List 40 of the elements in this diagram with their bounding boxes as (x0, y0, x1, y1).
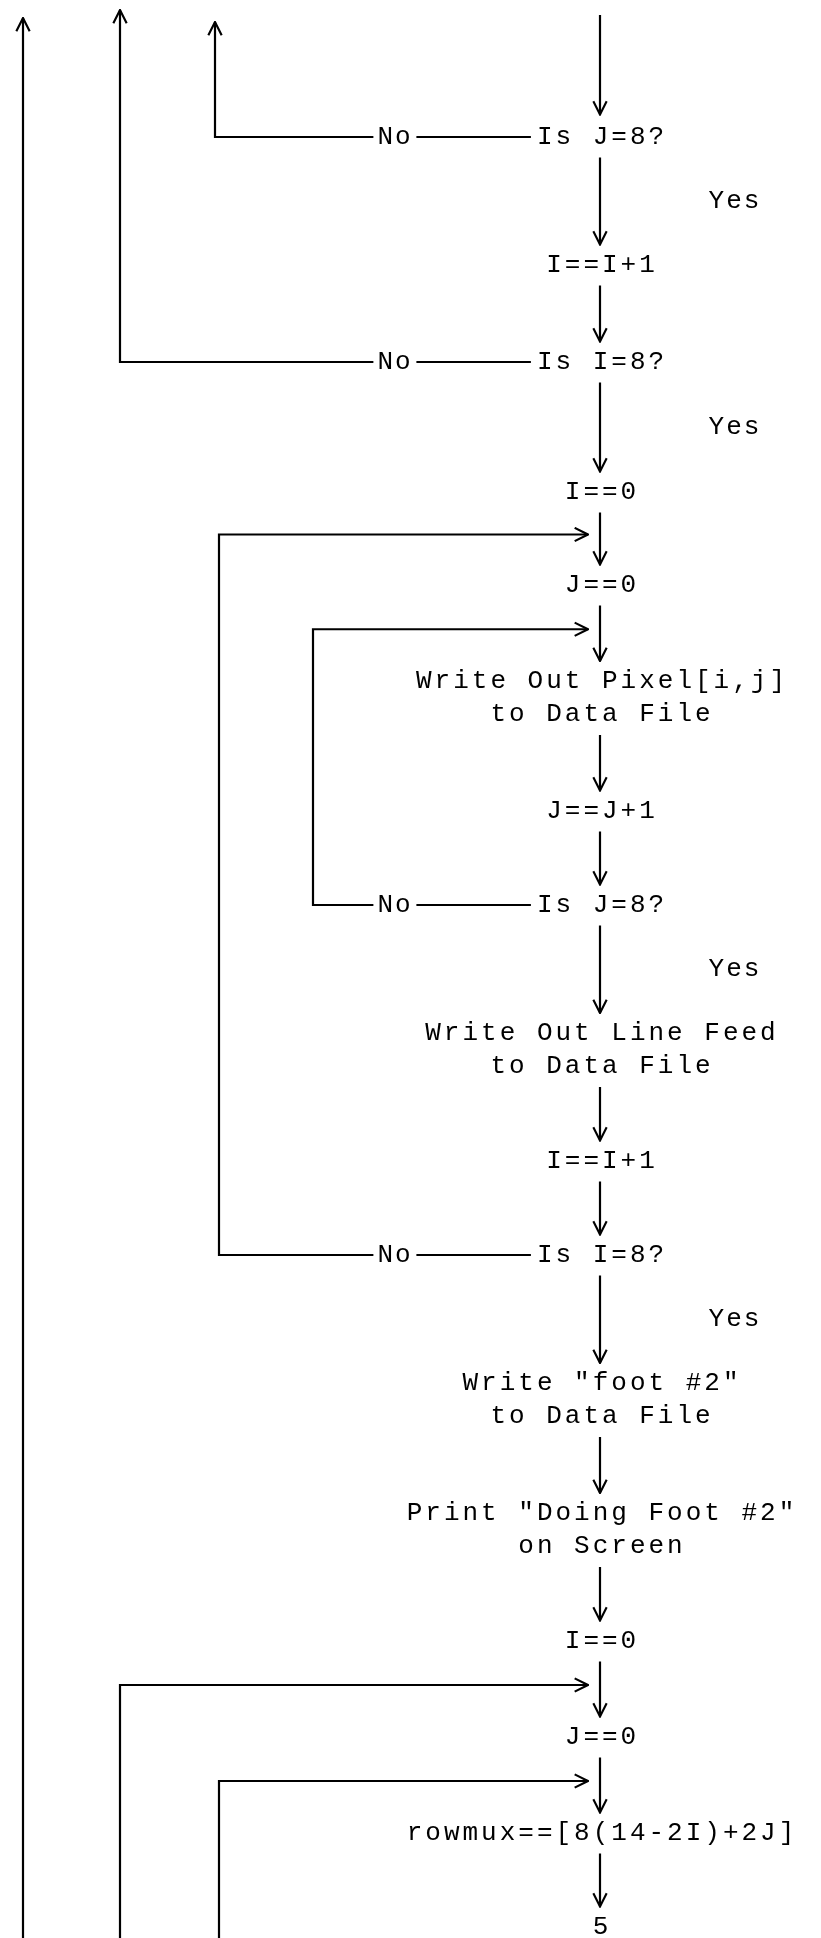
step-text: I==0 (564, 475, 640, 509)
step-text: Is I=8? (536, 345, 668, 379)
loop-arrow (118, 1677, 590, 1938)
step-text: Write Out Pixel[i,j] to Data File (414, 665, 790, 731)
step-text: Write "foot #2" to Data File (461, 1367, 743, 1433)
step-text: Is J=8? (536, 120, 668, 154)
flow-arrow (592, 605, 608, 663)
loop-arrow (217, 1773, 590, 1938)
flow-arrow (592, 1853, 608, 1908)
loop-arrow (311, 621, 590, 907)
step-text: 5 (592, 1910, 612, 1938)
flow-arrow (592, 157, 608, 246)
loop-arrow (207, 20, 531, 139)
step-text: J==0 (564, 1720, 640, 1754)
flow-arrow (592, 1181, 608, 1236)
step-text: Is J=8? (536, 888, 668, 922)
flow-arrow (592, 1087, 608, 1142)
step-text: I==I+1 (546, 248, 658, 282)
loop-arrow (217, 526, 590, 1257)
step-text: J==0 (564, 568, 640, 602)
step-text: Is I=8? (536, 1238, 668, 1272)
step-text: Write Out Line Feed to Data File (424, 1017, 780, 1083)
flow-arrow (592, 831, 608, 886)
flow-arrow (592, 285, 608, 343)
step-text: I==I+1 (546, 1144, 658, 1178)
flow-arrow (592, 512, 608, 566)
step-text: rowmux==[8(14-2I)+2J] (405, 1816, 799, 1850)
flow-arrow (592, 382, 608, 473)
flow-arrow (592, 1437, 608, 1495)
step-text: Print "Doing Foot #2" on Screen (405, 1497, 799, 1563)
loop-arrow (112, 8, 531, 364)
flow-arrow (592, 925, 608, 1015)
step-text: I==0 (564, 1624, 640, 1658)
flow-arrow (592, 1661, 608, 1718)
flow-arrow (592, 1757, 608, 1814)
flow-arrow (592, 735, 608, 792)
flow-arrow (592, 1275, 608, 1365)
step-text: J==J+1 (546, 794, 658, 828)
flow-arrow (592, 15, 608, 116)
flow-arrow (592, 1567, 608, 1622)
